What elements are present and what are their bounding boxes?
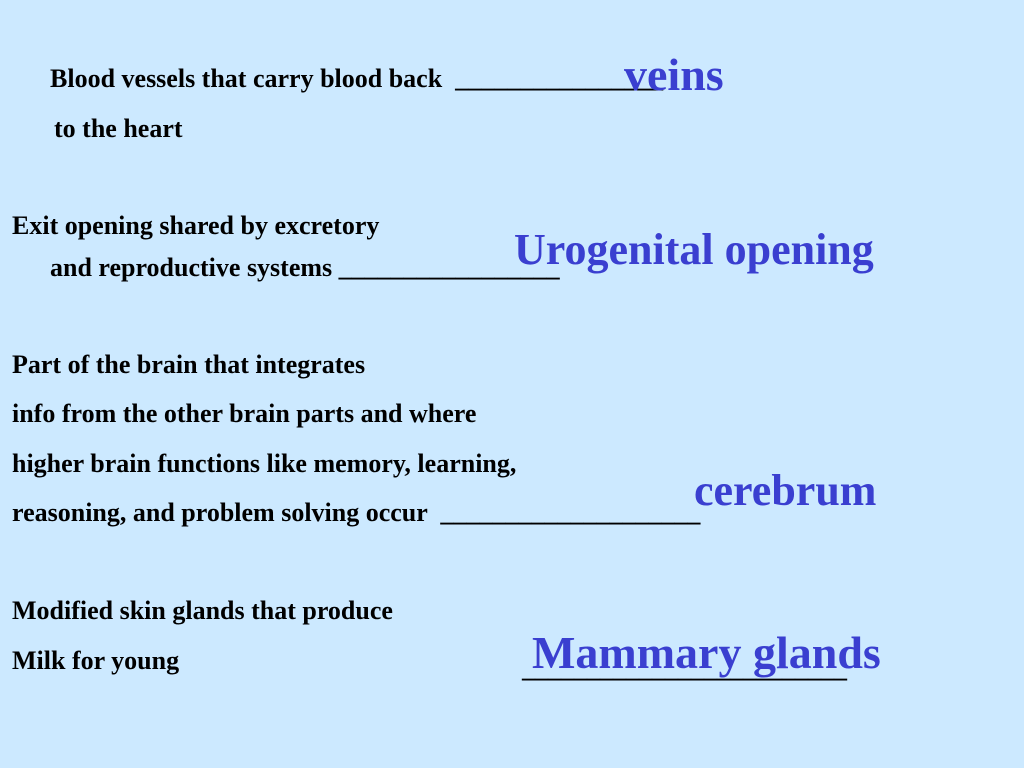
q1-prompt-line2: to the heart [54, 114, 183, 143]
q2-prompt-line1: Exit opening shared by excretory [12, 211, 380, 240]
q3-prompt-line3: higher brain functions like memory, lear… [12, 449, 517, 478]
q4-answer-blank: _________________________ [522, 654, 847, 683]
q2-answer: Urogenital opening [514, 225, 874, 274]
q4-prompt-line2: Milk for young [12, 646, 180, 675]
q4-prompt-line1: Modified skin glands that produce [12, 596, 393, 625]
q2-prompt-line2: and reproductive systems _______________… [50, 253, 560, 282]
q1-prompt-line1: Blood vessels that carry blood back ____… [50, 64, 664, 93]
q3-prompt-line2: info from the other brain parts and wher… [12, 399, 477, 428]
q3-prompt-line1: Part of the brain that integrates [12, 350, 366, 379]
q3-answer: cerebrum [694, 466, 877, 515]
q1-answer: veins [624, 49, 724, 100]
q4-answer: Mammary glands [532, 627, 881, 678]
q3-prompt-line4: reasoning, and problem solving occur ___… [12, 498, 701, 527]
